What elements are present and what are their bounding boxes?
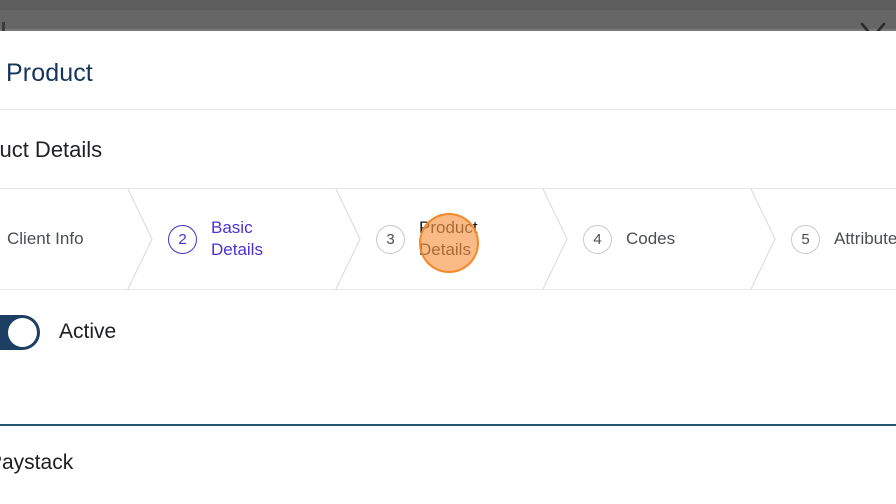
stepper-step-codes[interactable]: 4 Codes [583, 189, 675, 289]
modal-header: Product [0, 31, 896, 110]
modal-subheader: Product Details [0, 110, 896, 189]
section-title: Product Details [0, 137, 103, 162]
step-number-5: 5 [791, 224, 820, 254]
stepper-step-basic-details[interactable]: 2 Basic Details [168, 189, 263, 289]
stepper-step-product-details[interactable]: 3 Product Details [376, 189, 478, 289]
browser-chrome-top-band [0, 0, 896, 10]
active-toggle-switch[interactable] [0, 315, 40, 350]
step-chevron-icon-3 [541, 189, 571, 289]
step-chevron-icon-2 [334, 189, 364, 289]
step-chevron-icon-4 [749, 189, 779, 289]
step-label-basic-details: Basic Details [211, 218, 263, 259]
browser-chrome-band [0, 10, 896, 30]
active-toggle-row: Active [0, 290, 896, 391]
provider-list: Paystack [0, 391, 896, 504]
step-chevron-icon-1 [126, 189, 156, 289]
step-label-client-info: Client Info [7, 229, 84, 249]
step-number-2: 2 [168, 224, 197, 254]
stepper-step-client-info[interactable]: 1 Client Info [0, 189, 84, 289]
page-title: Product [6, 59, 93, 87]
step-number-3: 3 [376, 224, 405, 254]
list-item-label: Paystack [0, 451, 74, 474]
stepper-step-attributes[interactable]: 5 Attributes [791, 189, 896, 289]
modal-corner-marker [2, 22, 5, 31]
browser-chrome-edge [0, 29, 896, 31]
step-label-codes: Codes [626, 229, 676, 249]
toggle-knob [8, 318, 37, 347]
active-toggle-label: Active [59, 320, 117, 343]
step-number-4: 4 [583, 224, 612, 254]
list-divider-top [0, 424, 896, 426]
close-icon[interactable] [856, 18, 890, 32]
step-label-attributes: Attributes [834, 229, 896, 249]
step-label-product-details: Product Details [419, 218, 478, 259]
product-modal: Product Product Details 1 Client Info 2 … [0, 31, 896, 504]
wizard-stepper: 1 Client Info 2 Basic Details 3 [0, 189, 896, 290]
